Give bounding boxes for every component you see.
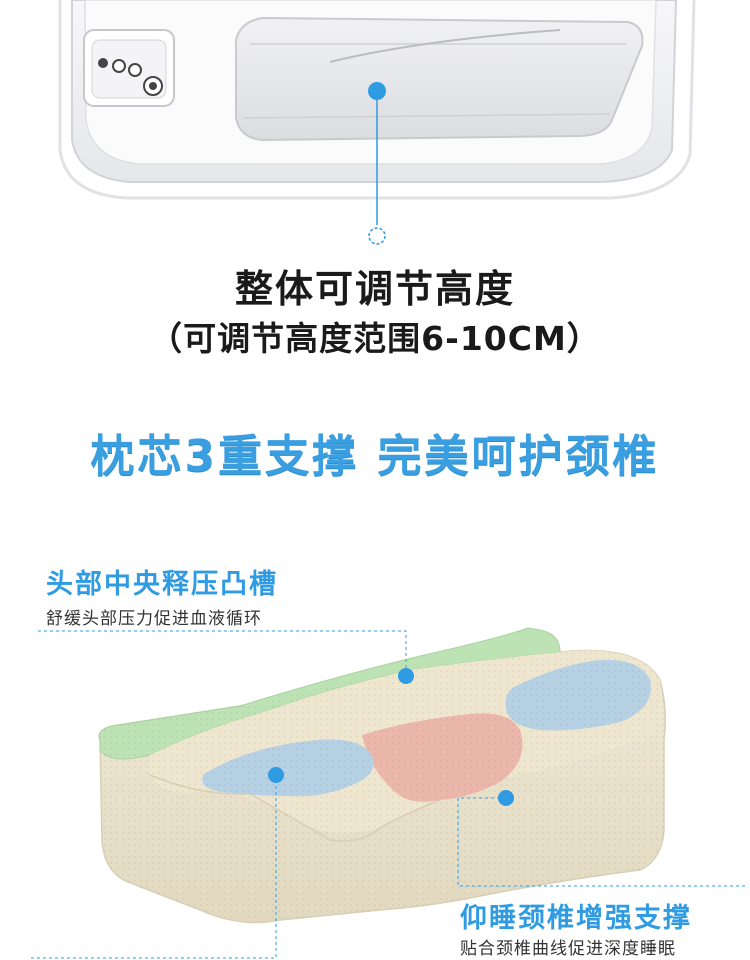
adjustable-pillow-case-illustration bbox=[58, 0, 696, 200]
feature-title-head-relief: 头部中央释压凸槽 bbox=[46, 569, 278, 600]
memory-foam-pillow-core-illustration bbox=[98, 627, 667, 924]
feature-desc-head-relief: 舒缓头部压力促进血液循环 bbox=[46, 609, 262, 629]
feature-title-neck-support: 仰睡颈椎增强支撑 bbox=[460, 903, 692, 934]
height-marker-line bbox=[368, 82, 386, 245]
adjust-height-title: 整体可调节高度 bbox=[234, 267, 515, 311]
adjust-height-range: （可调节高度范围6-10CM） bbox=[149, 319, 601, 358]
feature-leader-lines bbox=[28, 630, 748, 959]
feature-desc-neck-support: 贴合颈椎曲线促进深度睡眠 bbox=[460, 939, 676, 959]
support-headline: 枕芯3重支撑 完美呵护颈椎 bbox=[90, 431, 660, 482]
